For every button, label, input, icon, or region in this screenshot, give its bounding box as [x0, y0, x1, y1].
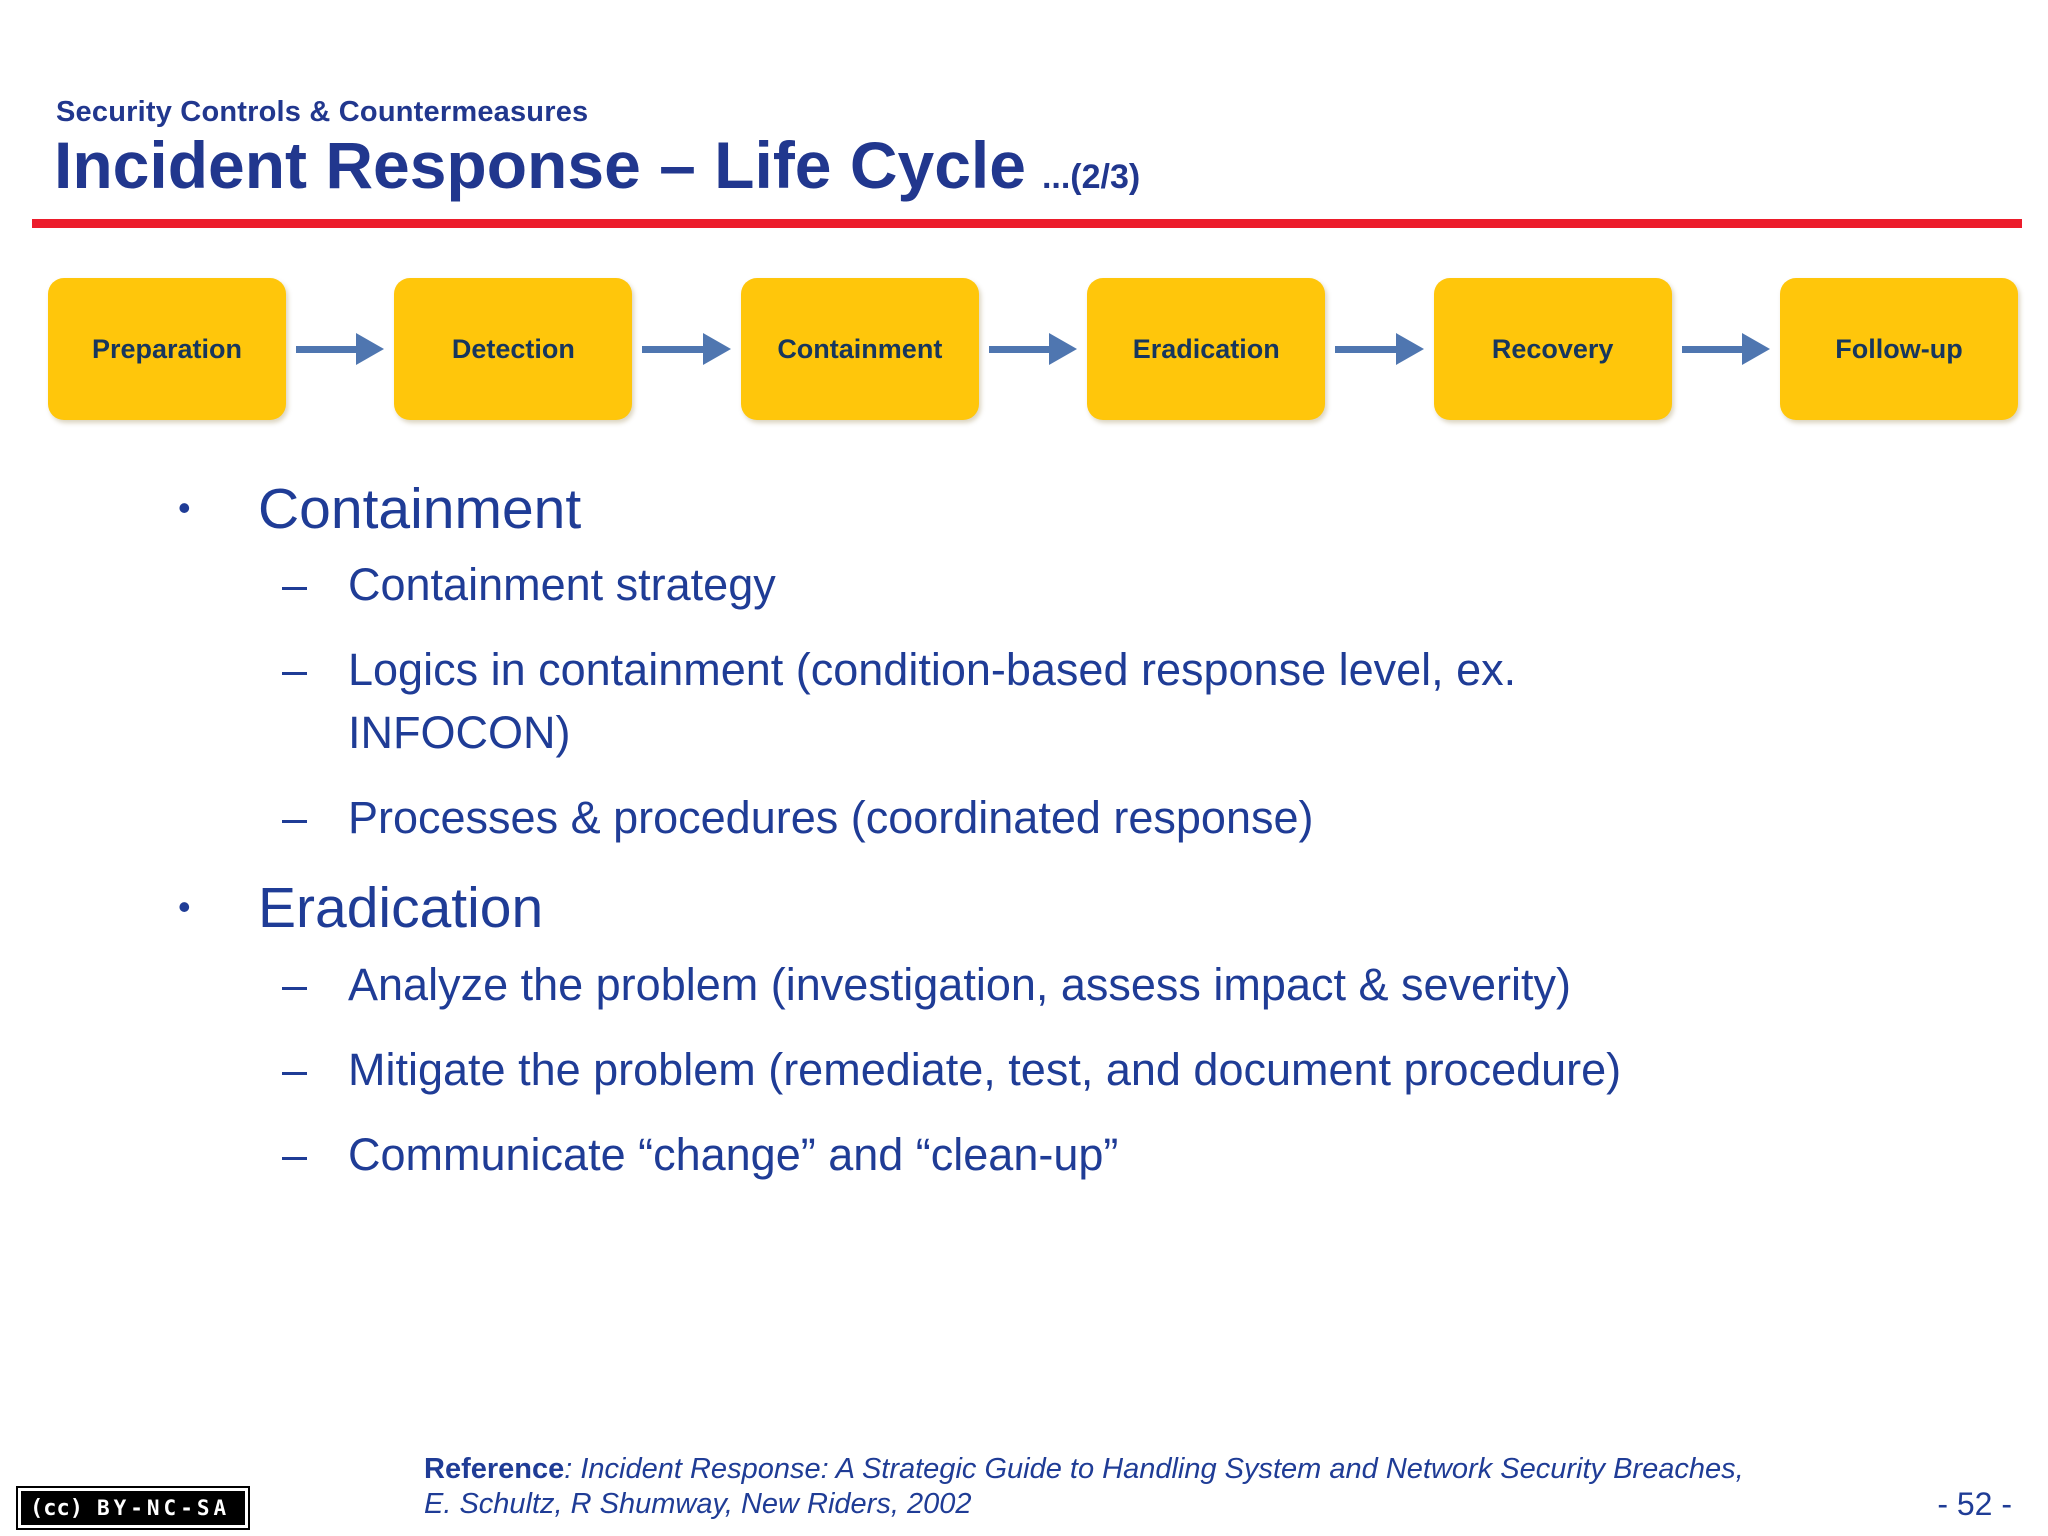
eyebrow-title: Security Controls & Countermeasures	[56, 96, 589, 128]
bullet-item-containment: • Containment	[178, 476, 1744, 543]
sub-bullet-label: Communicate “change” and “clean-up”	[348, 1128, 1119, 1180]
bullet-label: Containment	[258, 477, 582, 541]
flow-step-label: Recovery	[1491, 333, 1614, 364]
sub-bullet-item: – Processes & procedures (coordinated re…	[178, 786, 1744, 849]
flow-step-preparation: Preparation	[48, 278, 286, 420]
page-title: Incident Response – Life Cycle	[54, 128, 1026, 202]
arrow-right-icon	[1325, 333, 1433, 365]
sub-bullet-item: – Logics in containment (condition-based…	[178, 638, 1744, 764]
page-title-suffix: ...(2/3)	[1041, 158, 1141, 196]
flow-step-label: Preparation	[91, 333, 243, 364]
title-underline-rule	[32, 219, 2022, 228]
sub-bullet-label: Mitigate the problem (remediate, test, a…	[348, 1043, 1622, 1095]
flow-step-detection: Detection	[394, 278, 633, 420]
dash-icon: –	[282, 1128, 308, 1180]
sub-bullet-item: – Containment strategy	[178, 553, 1744, 616]
bullet-icon: •	[178, 886, 191, 928]
bullet-label: Eradication	[258, 876, 544, 941]
arrow-right-icon	[979, 333, 1087, 365]
flow-step-label: Detection	[451, 333, 575, 364]
dash-icon: –	[282, 559, 308, 611]
sub-bullet-item: – Communicate “change” and “clean-up”	[178, 1123, 1744, 1186]
flow-step-label: Follow-up	[1835, 333, 1963, 364]
flow-step-label: Containment	[777, 333, 943, 364]
flow-step-recovery: Recovery	[1433, 278, 1672, 420]
arrow-right-icon	[286, 333, 394, 365]
bullet-icon: •	[178, 487, 191, 528]
lifecycle-flow-diagram: Preparation Detection Containment Eradic…	[48, 278, 2019, 420]
cc-license-badge: (cc) BY-NC-SA	[16, 1486, 251, 1530]
sub-bullet-label: Analyze the problem (investigation, asse…	[348, 958, 1572, 1010]
dash-icon: –	[282, 792, 308, 844]
cc-icon: (cc)	[30, 1495, 83, 1521]
arrow-right-icon	[632, 333, 740, 365]
sub-bullet-label: Containment strategy	[348, 559, 776, 611]
reference-text: : Incident Response: A Strategic Guide t…	[424, 1453, 1744, 1521]
sub-bullet-item: – Mitigate the problem (remediate, test,…	[178, 1038, 1744, 1101]
flow-step-follow-up: Follow-up	[1780, 278, 2019, 420]
dash-icon: –	[282, 958, 308, 1010]
bullet-item-eradication: • Eradication	[178, 875, 1744, 942]
bullet-list: • Containment – Containment strategy – L…	[178, 462, 1744, 1208]
dash-icon: –	[282, 644, 308, 696]
sub-bullet-item: – Analyze the problem (investigation, as…	[178, 953, 1744, 1016]
sub-bullet-label: Processes & procedures (coordinated resp…	[348, 792, 1314, 844]
sub-bullet-label: Logics in containment (condition-based r…	[348, 644, 1517, 759]
page-title-row: Incident Response – Life Cycle ...(2/3)	[54, 126, 1140, 205]
cc-license-label: BY-NC-SA	[96, 1496, 231, 1520]
page-number: - 52 -	[1937, 1486, 2012, 1522]
reference-note: Reference: Incident Response: A Strategi…	[424, 1452, 1764, 1523]
flow-step-containment: Containment	[740, 278, 979, 420]
arrow-right-icon	[1672, 333, 1780, 365]
flow-step-eradication: Eradication	[1087, 278, 1326, 420]
reference-label: Reference	[424, 1453, 565, 1485]
dash-icon: –	[282, 1043, 308, 1095]
flow-step-label: Eradication	[1132, 333, 1280, 364]
